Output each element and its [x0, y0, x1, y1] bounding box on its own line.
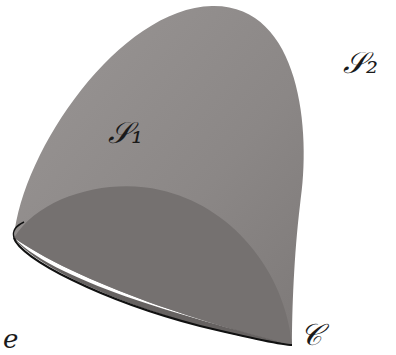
- base-disc-top: [14, 186, 292, 345]
- curve-label: 𝒞: [300, 320, 322, 350]
- surface-label: 𝒮₂: [343, 48, 378, 78]
- base-disc-rim: [14, 238, 292, 345]
- surface-label: 𝒮₁: [108, 118, 143, 148]
- stray-letter: e: [3, 326, 18, 352]
- boundary-curve: [14, 238, 292, 345]
- dome-surface: [14, 6, 304, 345]
- boundary-curve-back: [13, 222, 24, 238]
